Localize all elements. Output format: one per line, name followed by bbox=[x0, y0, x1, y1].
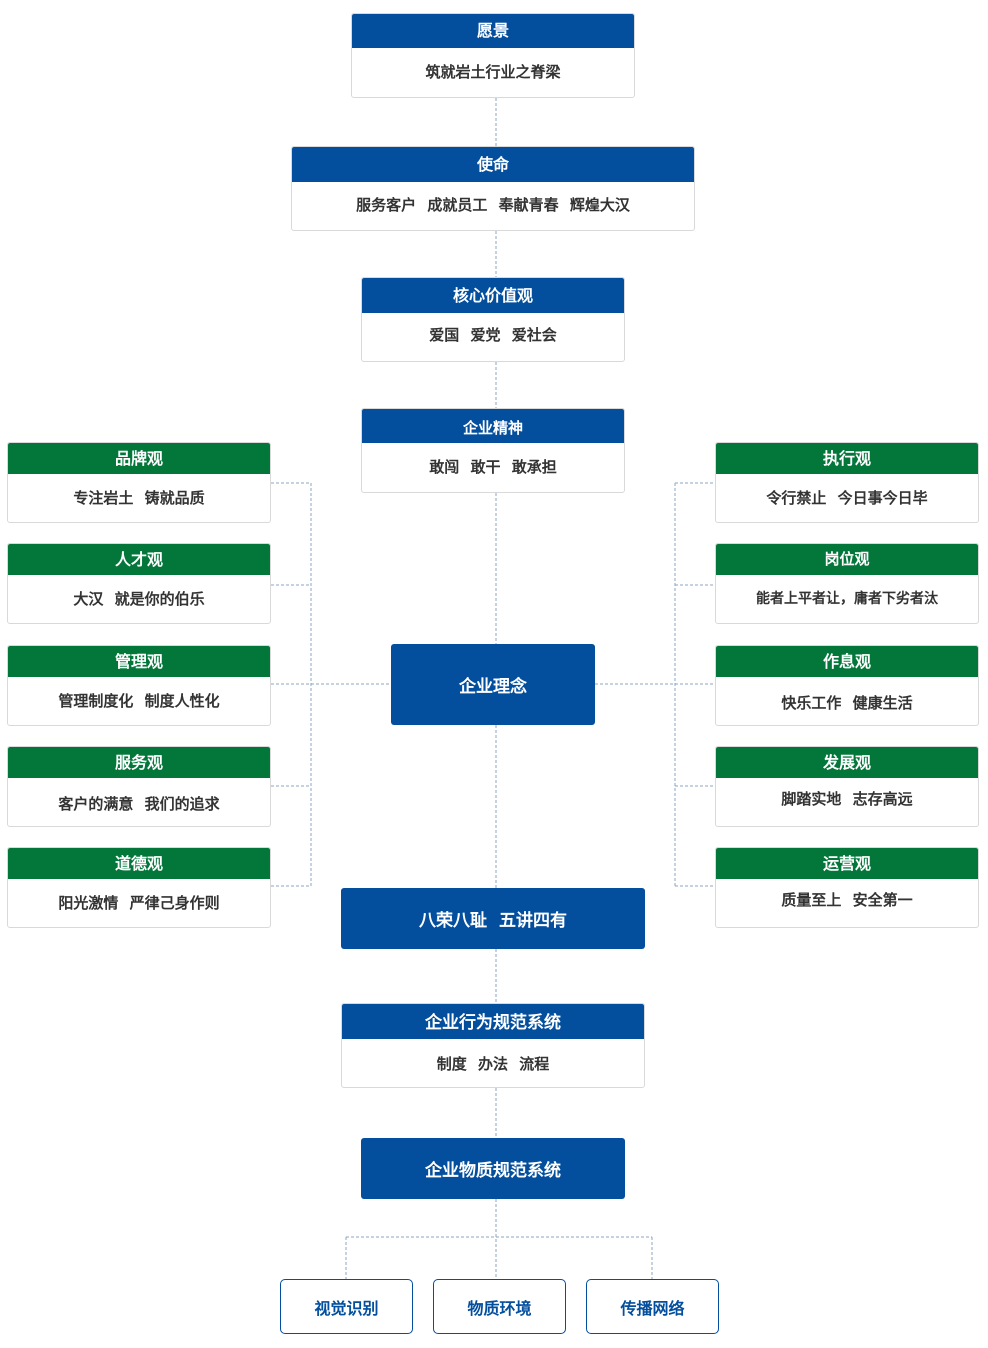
vision-card: 愿景 筑就岩土行业之脊梁 bbox=[351, 13, 635, 98]
material-norms-box: 企业物质规范系统 bbox=[361, 1138, 625, 1199]
behavior-norms-card: 企业行为规范系统 制度 办法 流程 bbox=[341, 1003, 645, 1088]
mission-title: 使命 bbox=[292, 147, 694, 182]
behavior-norms-title: 企业行为规范系统 bbox=[342, 1004, 644, 1039]
service-view-card: 服务观 客户的满意 我们的追求 bbox=[7, 746, 271, 827]
service-view-body: 客户的满意 我们的追求 bbox=[58, 795, 220, 813]
corporate-philosophy-box: 企业理念 bbox=[391, 644, 595, 725]
worklife-view-title: 作息观 bbox=[716, 646, 978, 677]
worklife-view-card: 作息观 快乐工作 健康生活 bbox=[715, 645, 979, 726]
spirit-title: 企业精神 bbox=[362, 409, 624, 443]
operation-view-title: 运营观 bbox=[716, 848, 978, 879]
development-view-body: 脚踏实地 志存高远 bbox=[781, 790, 913, 808]
core-values-card: 核心价值观 爱国 爱党 爱社会 bbox=[361, 277, 625, 362]
brand-view-card: 品牌观 专注岩土 铸就品质 bbox=[7, 442, 271, 523]
brand-view-body: 专注岩土 铸就品质 bbox=[73, 489, 205, 507]
spirit-card: 企业精神 敢闯 敢干 敢承担 bbox=[361, 408, 625, 493]
ethics-view-card: 道德观 阳光激情 严律己身作则 bbox=[7, 847, 271, 928]
physical-environment-box: 物质环境 bbox=[433, 1279, 566, 1334]
core-values-body: 爱国 爱党 爱社会 bbox=[429, 326, 557, 344]
development-view-card: 发展观 脚踏实地 志存高远 bbox=[715, 746, 979, 827]
vision-body: 筑就岩土行业之脊梁 bbox=[425, 63, 561, 81]
honor-principles-box: 八荣八耻 五讲四有 bbox=[341, 888, 645, 949]
behavior-norms-body: 制度 办法 流程 bbox=[436, 1055, 550, 1073]
operation-view-body: 质量至上 安全第一 bbox=[781, 891, 913, 909]
position-view-body: 能者上平者让，庸者下劣者汰 bbox=[756, 591, 938, 607]
vision-title: 愿景 bbox=[352, 14, 634, 48]
management-view-card: 管理观 管理制度化 制度人性化 bbox=[7, 645, 271, 726]
core-values-title: 核心价值观 bbox=[362, 278, 624, 313]
ethics-view-title: 道德观 bbox=[8, 848, 270, 879]
worklife-view-body: 快乐工作 健康生活 bbox=[781, 694, 913, 712]
talent-view-card: 人才观 大汉 就是你的伯乐 bbox=[7, 543, 271, 624]
execution-view-card: 执行观 令行禁止 今日事今日毕 bbox=[715, 442, 979, 523]
position-view-card: 岗位观 能者上平者让，庸者下劣者汰 bbox=[715, 543, 979, 624]
execution-view-title: 执行观 bbox=[716, 443, 978, 474]
brand-view-title: 品牌观 bbox=[8, 443, 270, 474]
development-view-title: 发展观 bbox=[716, 747, 978, 778]
operation-view-card: 运营观 质量至上 安全第一 bbox=[715, 847, 979, 928]
mission-card: 使命 服务客户 成就员工 奉献青春 辉煌大汉 bbox=[291, 146, 695, 231]
position-view-title: 岗位观 bbox=[716, 544, 978, 575]
service-view-title: 服务观 bbox=[8, 747, 270, 778]
spirit-body: 敢闯 敢干 敢承担 bbox=[429, 458, 557, 476]
execution-view-body: 令行禁止 今日事今日毕 bbox=[766, 489, 928, 507]
communication-network-box: 传播网络 bbox=[586, 1279, 719, 1334]
mission-body: 服务客户 成就员工 奉献青春 辉煌大汉 bbox=[356, 196, 630, 214]
management-view-body: 管理制度化 制度人性化 bbox=[58, 692, 220, 710]
talent-view-title: 人才观 bbox=[8, 544, 270, 575]
ethics-view-body: 阳光激情 严律己身作则 bbox=[58, 894, 220, 912]
visual-identity-box: 视觉识别 bbox=[280, 1279, 413, 1334]
management-view-title: 管理观 bbox=[8, 646, 270, 677]
talent-view-body: 大汉 就是你的伯乐 bbox=[73, 590, 205, 608]
